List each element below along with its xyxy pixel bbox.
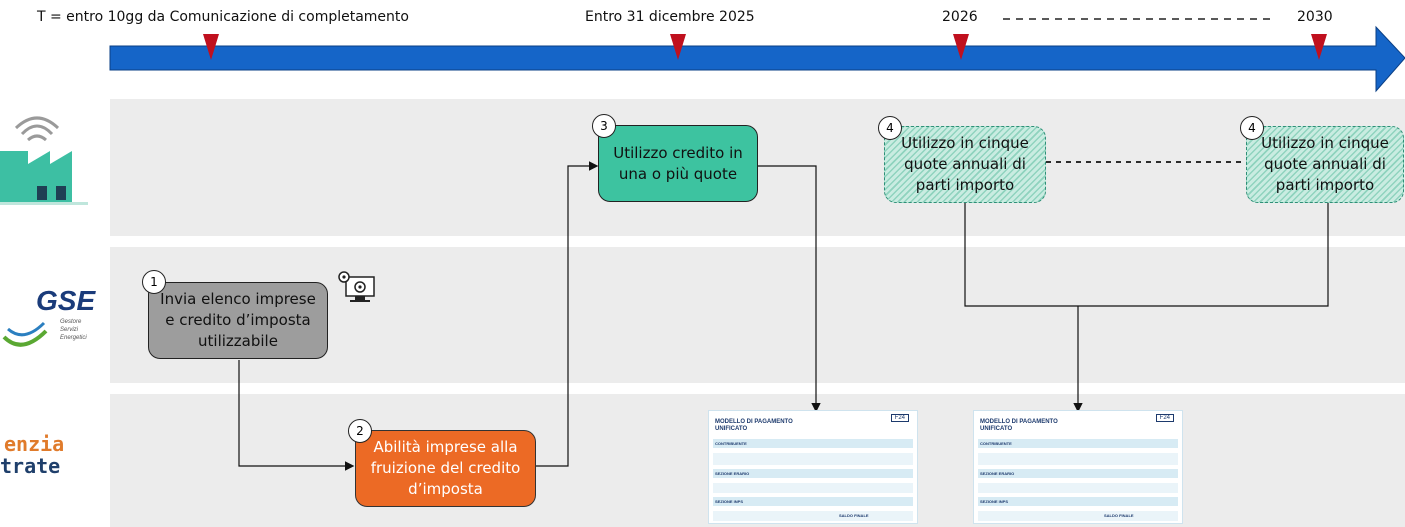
gse-logo-text: GSE	[36, 285, 96, 316]
step-4a-box: Utilizzo in cinque quote annuali di part…	[884, 126, 1046, 203]
step-1-badge: 1	[142, 270, 166, 294]
timeline-marker-t	[203, 34, 219, 60]
timeline-label-t: T = entro 10gg da Comunicazione di compl…	[37, 9, 409, 25]
f24-form-1: MODELLO DI PAGAMENTO UNIFICATO F24 CONTR…	[708, 410, 918, 524]
agenzia-logo: enzia trate	[0, 432, 110, 492]
f24-form-title: MODELLO DI PAGAMENTO UNIFICATO	[980, 419, 1058, 432]
timeline-marker-2030	[1311, 34, 1327, 60]
connector-3-form	[758, 165, 821, 413]
timeline-arrow	[109, 18, 1405, 93]
step-3-box: Utilizzo credito in una o più quote	[598, 125, 758, 202]
f24-row-band	[978, 453, 1178, 465]
f24-row-label: SALDO FINALE	[839, 513, 869, 518]
f24-row-label: SEZIONE INPS	[715, 499, 744, 504]
agenzia-logo-line1: enzia	[4, 432, 65, 456]
f24-row-label: SEZIONE ERARIO	[715, 471, 750, 476]
timeline-marker-2025	[670, 34, 686, 60]
f24-row-band	[978, 483, 1178, 493]
f24-row-band	[978, 469, 1178, 478]
computer-gear-icon	[338, 271, 375, 302]
gse-logo-sub: Gestore Servizi Energetici	[60, 319, 87, 341]
f24-row-label: SALDO FINALE	[1104, 513, 1134, 518]
step-3-badge: 3	[592, 114, 616, 138]
f24-row-band	[713, 469, 913, 478]
timeline-arrow-shape	[109, 25, 1405, 93]
f24-row-band	[713, 453, 913, 465]
step-3-text: Utilizzo credito in una o più quote	[613, 143, 743, 183]
factory-icon	[0, 116, 88, 205]
f24-row-band	[978, 511, 1178, 521]
connector-4-merge	[964, 203, 1329, 307]
agenzia-logo-line2: trate	[0, 454, 61, 478]
f24-form-title: MODELLO DI PAGAMENTO UNIFICATO	[715, 419, 793, 432]
f24-row-band	[713, 497, 913, 506]
f24-row-label: SEZIONE ERARIO	[980, 471, 1015, 476]
connector-1-2	[238, 360, 355, 471]
f24-form-2: MODELLO DI PAGAMENTO UNIFICATO F24 CONTR…	[973, 410, 1183, 524]
step-2-box: Abilità imprese alla fruizione del credi…	[355, 430, 536, 507]
timeline-label-2025: Entro 31 dicembre 2025	[585, 9, 755, 25]
f24-row-label: CONTRIBUENTE	[715, 441, 747, 446]
step-2-badge: 2	[348, 419, 372, 443]
f24-row-band	[978, 497, 1178, 506]
f24-row-band	[978, 439, 1178, 448]
step-4b-text: Utilizzo in cinque quote annuali di part…	[1261, 134, 1389, 194]
f24-row-band	[713, 483, 913, 493]
step-4a-badge: 4	[878, 116, 902, 140]
f24-row-band	[713, 439, 913, 448]
step-4b-box: Utilizzo in cinque quote annuali di part…	[1246, 126, 1404, 203]
step-1-text: Invia elenco imprese e credito d’imposta…	[160, 290, 316, 350]
step-4a-text: Utilizzo in cinque quote annuali di part…	[901, 134, 1029, 194]
f24-row-label: SEZIONE INPS	[980, 499, 1009, 504]
gse-logo: GSE Gestore Servizi Energetici	[0, 285, 95, 355]
connector-2-3	[536, 161, 599, 467]
timeline-marker-2026	[953, 34, 969, 60]
step-2-text: Abilità imprese alla fruizione del credi…	[370, 438, 521, 498]
f24-row-band	[713, 511, 913, 521]
step-4b-badge: 4	[1240, 116, 1264, 140]
f24-row-label: CONTRIBUENTE	[980, 441, 1012, 446]
timeline-label-2030: 2030	[1297, 9, 1333, 25]
timeline-label-2026: 2026	[942, 9, 978, 25]
f24-tag: F24	[890, 414, 909, 422]
step-1-box: Invia elenco imprese e credito d’imposta…	[148, 282, 328, 359]
f24-tag: F24	[1155, 414, 1174, 422]
gse-swoosh-icon	[2, 321, 48, 347]
